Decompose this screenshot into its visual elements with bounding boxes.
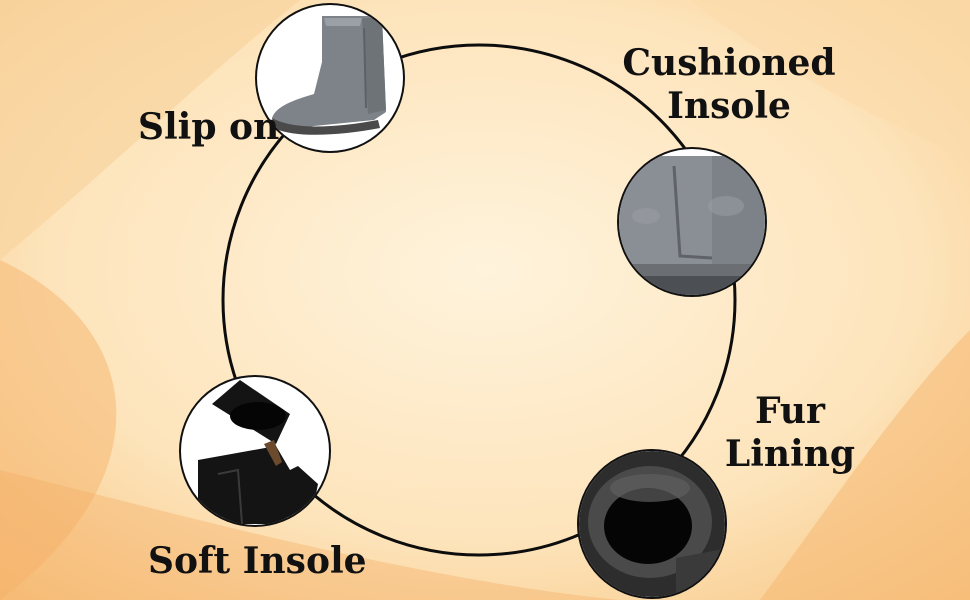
label-line: Cushioned xyxy=(622,42,836,84)
feature-label-soft-insole: Soft Insole xyxy=(148,540,367,582)
grey-boot-icon xyxy=(255,3,405,153)
label-line: Lining xyxy=(724,433,856,476)
feature-label-fur-lining: Fur Lining xyxy=(722,390,858,476)
grey-boot-closeup-icon xyxy=(617,147,767,297)
feature-label-slip-on: Slip on xyxy=(138,106,280,148)
feature-label-cushioned-insole: Cushioned Insole xyxy=(622,42,836,128)
fur-lining-icon xyxy=(577,449,727,599)
black-boot-icon xyxy=(179,375,331,527)
label-line: Insole xyxy=(667,85,791,128)
label-line: Fur xyxy=(754,390,826,432)
